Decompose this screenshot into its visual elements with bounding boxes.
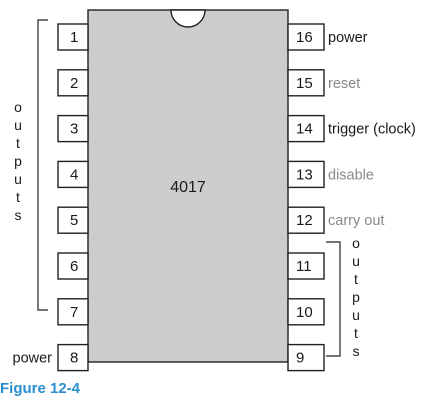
pin-11-number: 11: [296, 258, 312, 275]
left-outputs-letter: s: [15, 207, 22, 223]
pin-7-number: 7: [70, 304, 78, 321]
pin-14-function-trigger-clock: trigger (clock): [328, 122, 416, 138]
pin-1-number: 1: [70, 29, 78, 46]
pin-13-number: 13: [296, 166, 313, 183]
chip-body: [87, 9, 289, 363]
pin-6-number: 6: [70, 258, 78, 275]
left-outputs-letter: u: [14, 171, 22, 187]
pin-14-box: [287, 114, 325, 143]
pin-10-number: 10: [296, 304, 313, 321]
pin-12-function-carry-out: carry out: [328, 213, 384, 229]
pin-12-number: 12: [296, 212, 313, 229]
chip-notch: [170, 9, 206, 28]
pin-15-function-reset: reset: [328, 76, 360, 92]
pin-3-number: 3: [70, 121, 78, 138]
chip-label: 4017: [170, 179, 206, 196]
pin-2-box: [57, 69, 89, 97]
pin-4-box: [57, 160, 89, 189]
pin-15-box: [287, 69, 325, 97]
right-outputs-letter: u: [352, 307, 360, 323]
pin-2-number: 2: [70, 75, 78, 92]
pin-13-box: [287, 160, 325, 189]
left-outputs-letter: u: [14, 117, 22, 133]
right-outputs-letter: t: [354, 271, 358, 287]
pin-1-box: [57, 23, 89, 51]
pin-4-number: 4: [70, 166, 78, 183]
right-outputs-bracket: [326, 241, 341, 357]
pin-14-number: 14: [296, 121, 313, 138]
right-outputs-letter: u: [352, 253, 360, 269]
pin-5-number: 5: [70, 212, 78, 229]
pin-12-box: [287, 206, 325, 234]
pin-8-box: [57, 343, 89, 372]
left-outputs-letter: o: [14, 99, 22, 115]
pin-16-function-power: power: [328, 30, 368, 46]
pin-5-box: [57, 206, 89, 234]
pin-8-number: 8: [70, 350, 78, 367]
pin-7-box: [57, 298, 89, 326]
pin-16-number: 16: [296, 29, 313, 46]
pin-9-number: 9: [296, 350, 304, 367]
pin-13-function-disable: disable: [328, 167, 374, 183]
right-outputs-letter: o: [352, 235, 360, 251]
figure-caption: Figure 12-4: [0, 380, 81, 397]
right-outputs-letter: p: [352, 289, 360, 305]
left-outputs-letter: t: [16, 189, 20, 205]
left-outputs-letter: p: [14, 153, 22, 169]
pin-3-box: [57, 114, 89, 143]
pin-8-function-power: power: [13, 351, 53, 367]
pin-16-box: [287, 23, 325, 51]
pin-9-box: [287, 343, 325, 372]
right-pin-column: 16 power 15 reset 14 trigger (clock) 13 disable…: [287, 23, 416, 372]
pin-10-box: [287, 298, 325, 326]
left-outputs-letter: t: [16, 135, 20, 151]
pin-6-box: [57, 252, 89, 280]
left-pin-column: 1 2 3 4 5 6 7 8 power: [13, 23, 89, 372]
pin-15-number: 15: [296, 75, 313, 92]
right-outputs-letter: t: [354, 325, 358, 341]
left-outputs-bracket: [37, 19, 48, 311]
right-outputs-letter: s: [353, 343, 360, 359]
pin-11-box: [287, 252, 325, 280]
